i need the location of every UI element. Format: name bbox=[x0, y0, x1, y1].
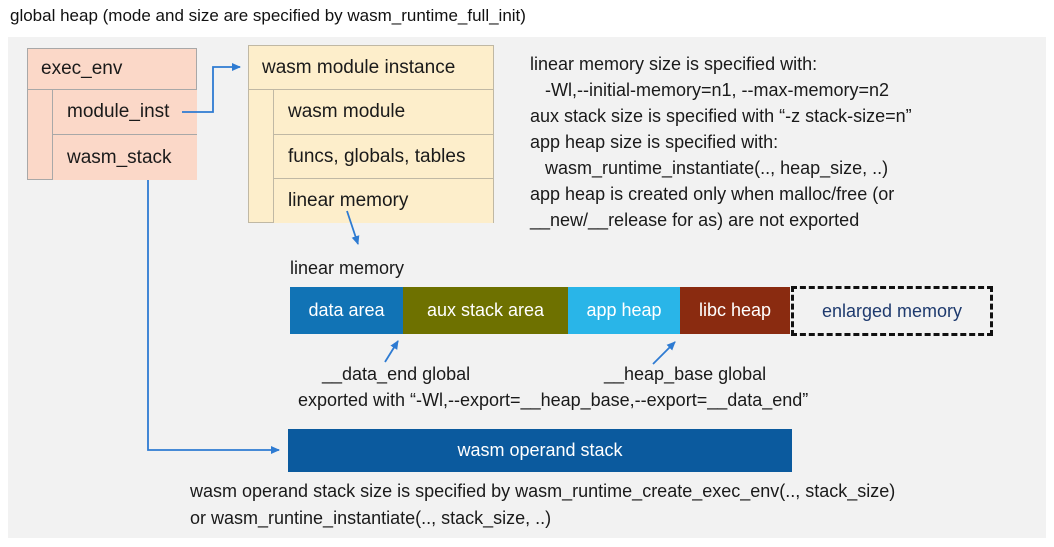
notes-bottom: wasm operand stack size is specified by … bbox=[190, 478, 895, 532]
note-line: linear memory size is specified with: bbox=[530, 54, 818, 74]
module-instance-row-linear-memory: linear memory bbox=[273, 179, 493, 223]
data-end-global-label: __data_end global bbox=[322, 364, 471, 384]
module-instance-row-wasm-module: wasm module bbox=[273, 90, 493, 135]
note-line: __new/__release for as) are not exported bbox=[530, 210, 860, 230]
segment-aux-stack-area: aux stack area bbox=[403, 287, 568, 334]
exec-env-row-wasm-stack: wasm_stack bbox=[52, 135, 197, 180]
exec-env-row-module-inst: module_inst bbox=[52, 90, 197, 135]
wasm-operand-stack-label: wasm operand stack bbox=[457, 440, 623, 460]
note-line: aux stack size is specified with “-z sta… bbox=[530, 106, 912, 126]
note-line: app heap size is specified with: bbox=[530, 132, 779, 152]
module-instance-header: wasm module instance bbox=[249, 46, 493, 90]
note-line: wasm_runtime_instantiate(.., heap_size, … bbox=[530, 158, 889, 178]
export-flags-label: exported with “-Wl,--export=__heap_base,… bbox=[298, 390, 809, 410]
exec-env-box: exec_env module_inst wasm_stack bbox=[27, 48, 197, 180]
note-line: or wasm_runtine_instantiate(.., stack_si… bbox=[190, 508, 552, 528]
note-line: wasm operand stack size is specified by … bbox=[190, 481, 896, 501]
segment-app-heap: app heap bbox=[568, 287, 680, 334]
note-line: app heap is created only when malloc/fre… bbox=[530, 184, 895, 204]
page-title: global heap (mode and size are specified… bbox=[10, 6, 526, 25]
wasm-operand-stack-bar: wasm operand stack bbox=[288, 429, 792, 472]
note-line: -Wl,--initial-memory=n1, --max-memory=n2 bbox=[530, 80, 890, 100]
notes-right: linear memory size is specified with: -W… bbox=[530, 51, 912, 233]
module-instance-row-funcs-globals-tables: funcs, globals, tables bbox=[273, 135, 493, 179]
heap-base-global-label: __heap_base global bbox=[604, 364, 767, 384]
segment-libc-heap: libc heap bbox=[680, 287, 790, 334]
segment-data-area: data area bbox=[290, 287, 403, 334]
linear-memory-label: linear memory bbox=[290, 258, 405, 278]
exec-env-header: exec_env bbox=[28, 49, 196, 90]
module-instance-box: wasm module instance wasm module funcs, … bbox=[248, 45, 494, 223]
segment-enlarged-memory: enlarged memory bbox=[791, 286, 993, 336]
